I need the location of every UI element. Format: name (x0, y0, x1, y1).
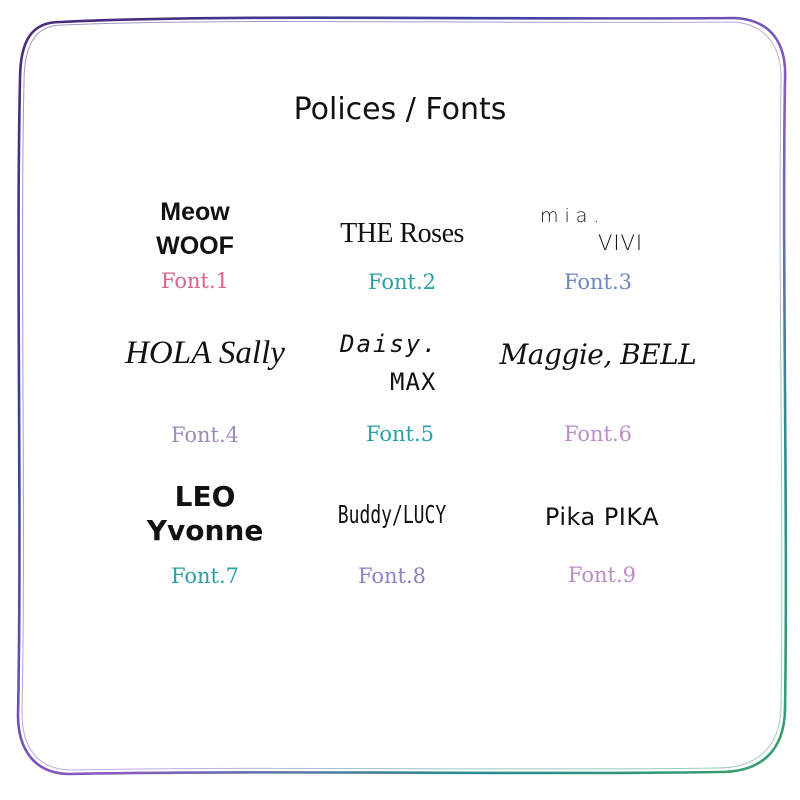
font-1-line-2: WOOF (156, 232, 234, 260)
font-5-line-2: MAX (390, 368, 437, 396)
font-2-sample-text: THE Roses (282, 218, 522, 250)
font-7-sample-text: LEO Yvonne (85, 480, 325, 548)
font-5-line-1: Daisy. (340, 330, 439, 358)
font-7-line-1: LEO (174, 480, 236, 513)
font-3-label: Font.3 (563, 270, 633, 294)
font-7-line-2: Yvonne (146, 514, 264, 547)
font-5-label: Font.5 (365, 422, 435, 446)
font-1-sample-text: Meow WOOF (75, 195, 315, 263)
font-2-line-1: THE Roses (340, 218, 464, 249)
font-6-line-1: Maggie, BELL (499, 338, 697, 371)
font-4-sample-text: HOLA Sally (85, 335, 325, 372)
page-title: Polices / Fonts (293, 92, 507, 127)
font-5-sample-text: Daisy. MAX (280, 330, 520, 396)
font-6-label: Font.6 (563, 422, 633, 446)
font-9-label: Font.9 (567, 563, 637, 587)
font-3-line-1: mia. (540, 205, 606, 227)
font-7-label: Font.7 (170, 564, 240, 588)
font-9-line-1: Pika PIKA (544, 503, 660, 531)
font-4-line-1: HOLA Sally (125, 335, 285, 371)
font-4-label: Font.4 (170, 423, 240, 447)
font-2-label: Font.2 (367, 270, 437, 294)
font-1-label: Font.1 (160, 269, 230, 293)
font-9-sample-text: Pika PIKA (482, 503, 722, 531)
font-3-line-2: VIVI (598, 231, 644, 255)
font-8-label: Font.8 (357, 564, 427, 588)
font-8-sample-text: Buddy/LUCY (306, 500, 479, 529)
font-3-sample-text: mia. VIVI (478, 205, 718, 255)
font-8-line-1: Buddy/LUCY (337, 500, 447, 529)
font-1-line-1: Meow (160, 198, 230, 226)
font-6-sample-text: Maggie, BELL (478, 338, 718, 371)
